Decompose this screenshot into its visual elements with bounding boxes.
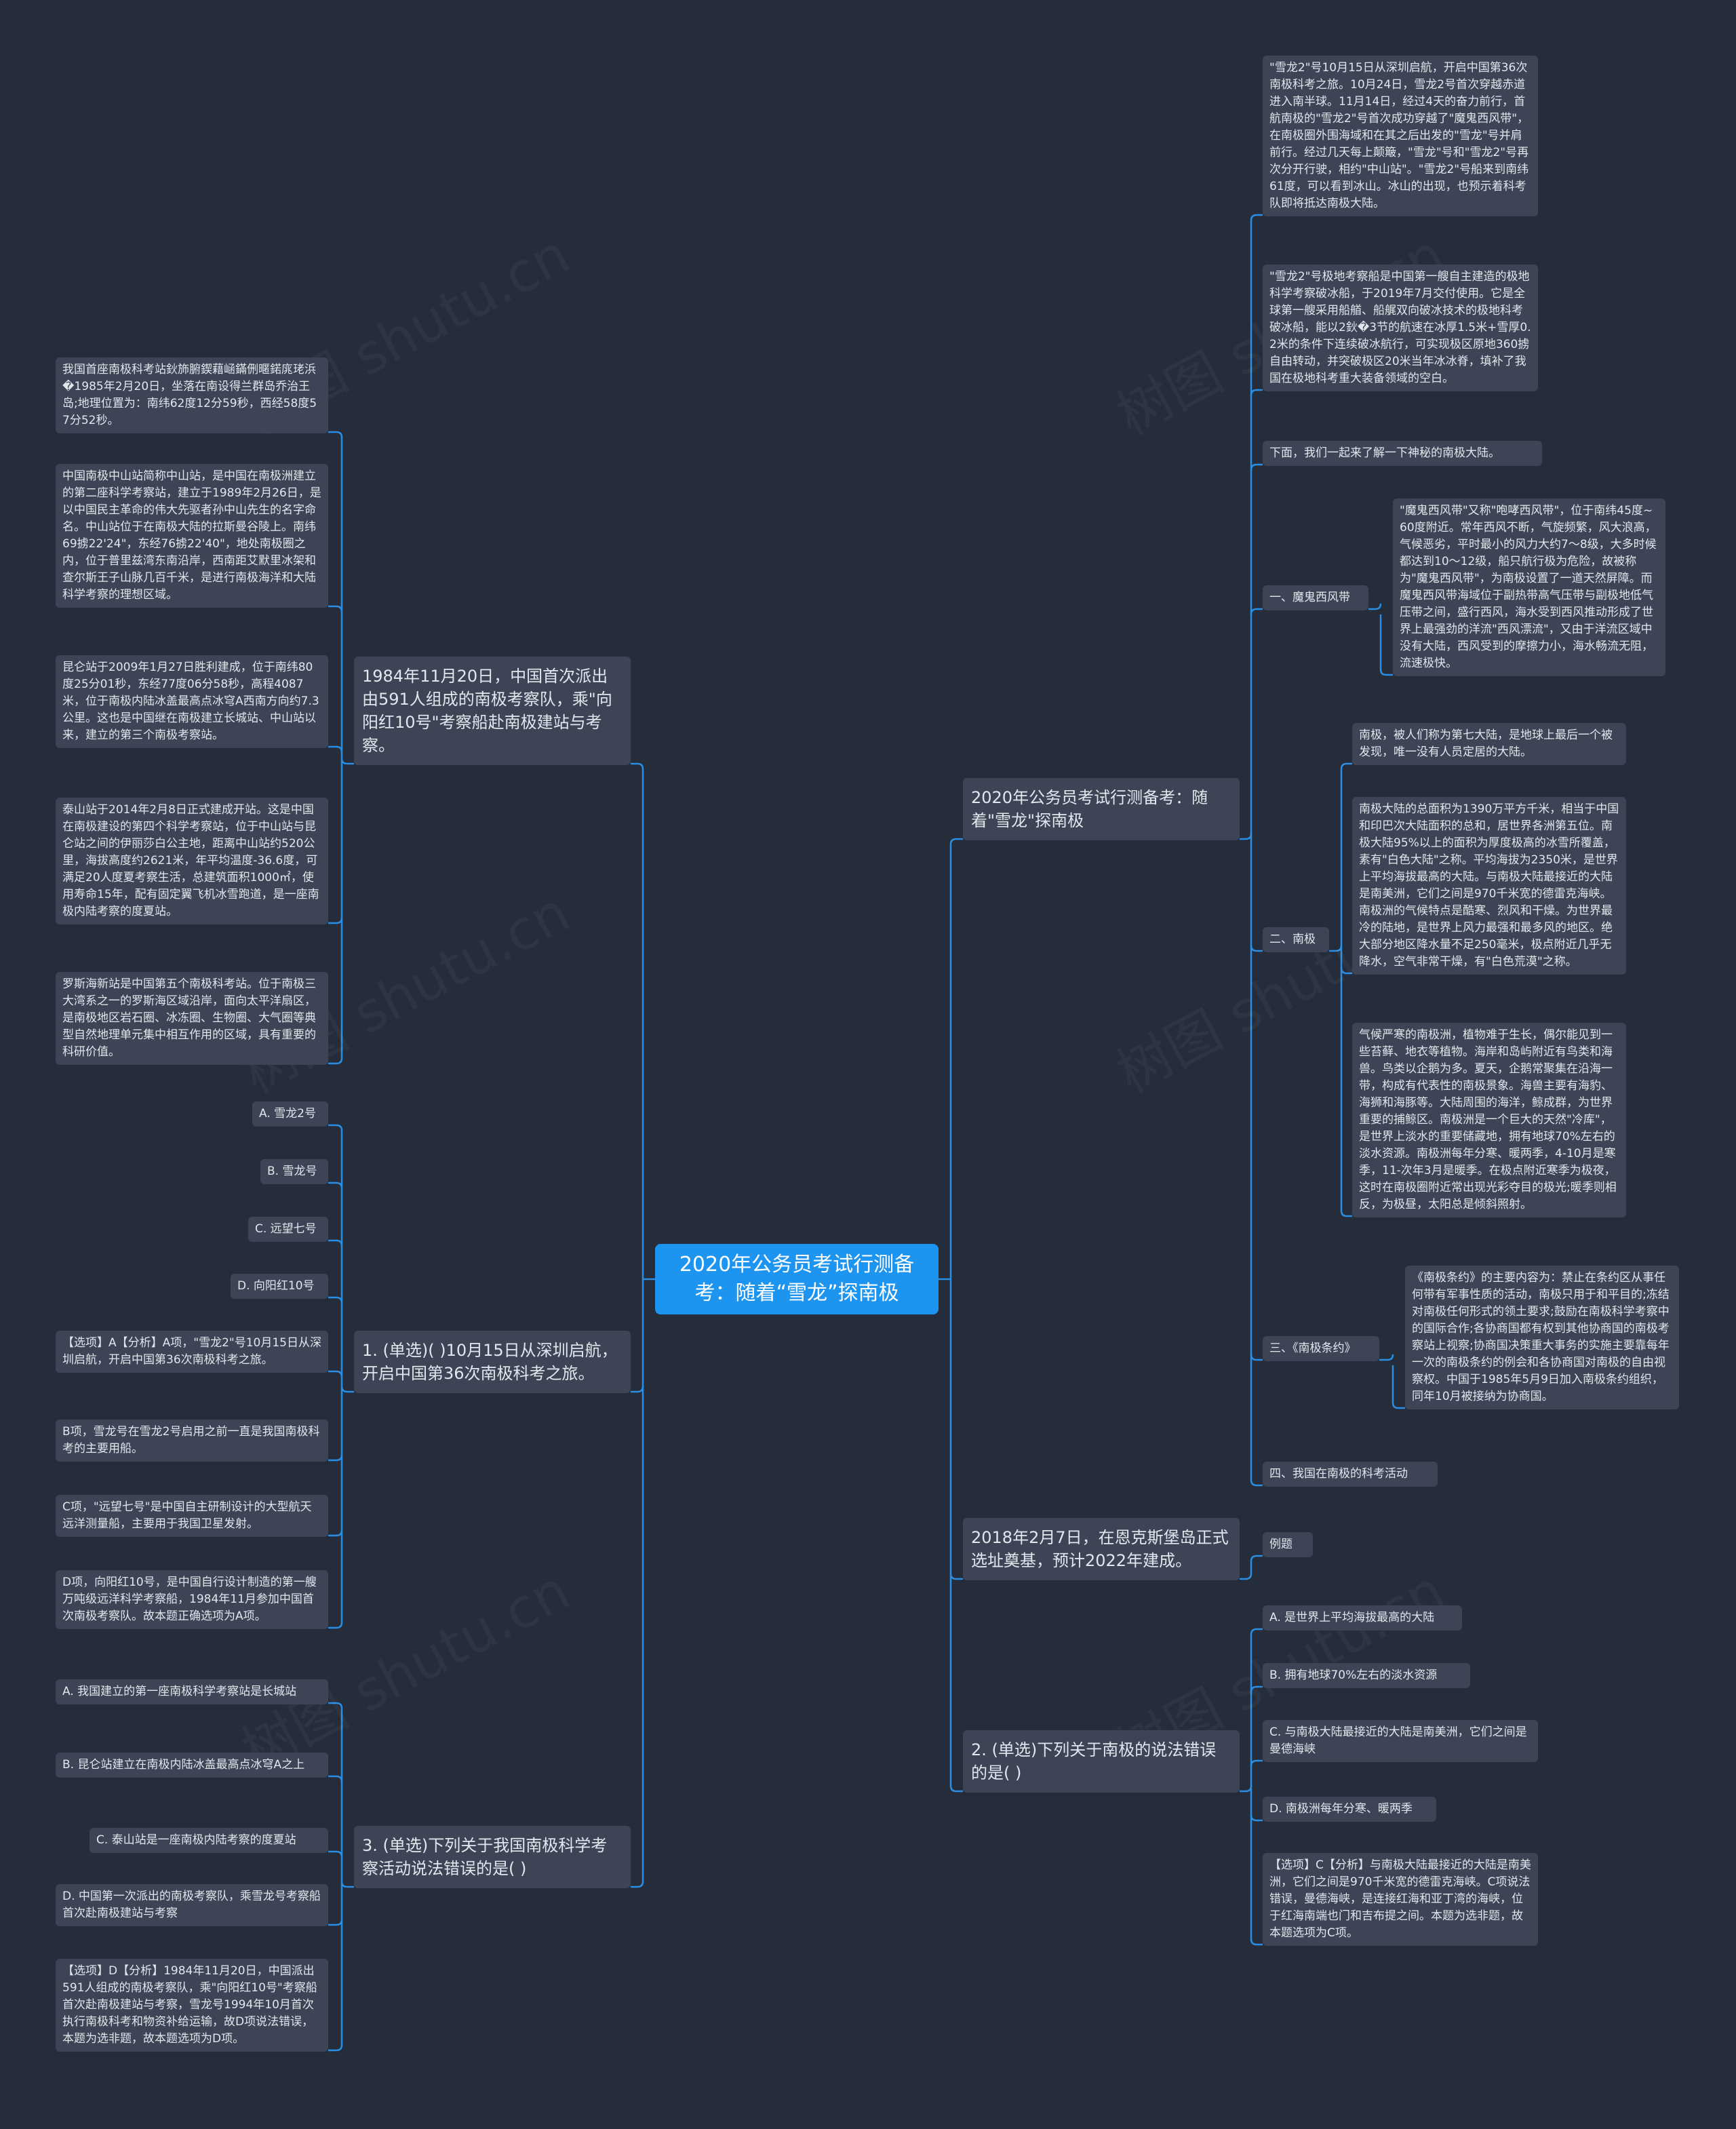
connector-line [949,1785,963,1793]
connector-line [1340,762,1352,770]
connector-line [1340,967,1352,975]
leaf-node[interactable]: 中国南极中山站简称中山站，是中国在南极洲建立的第二座科学考察站，建立于1989年… [56,464,328,608]
connector-line [949,838,963,845]
leaf-node[interactable]: 气候严寒的南极洲，植物难于生长，偶尔能见到一些苔藓、地衣等植物。海岸和岛屿附近有… [1352,1023,1626,1217]
leaf-node[interactable]: 罗斯海新站是中国第五个南极科考站。位于南极三大湾系之一的罗斯海区域沿岸，面向太平… [56,972,328,1065]
leaf-node[interactable]: A. 我国建立的第一座南极科学考察站是长城站 [56,1679,328,1704]
leaf-node[interactable]: B. 拥有地球70%左右的淡水资源 [1263,1663,1470,1688]
leaf-node[interactable]: 南极大陆的总面积为1390万平方千米，相当于中国和印巴次大陆面积的总和，居世界各… [1352,797,1626,975]
connector-line [1250,945,1263,952]
connector-line [1368,603,1382,610]
connector-line [1250,1685,1263,1693]
connector-line [1250,463,1263,471]
leaf-node[interactable]: 泰山站于2014年2月8日正式建成开站。这是中国在南极建设的第四个科学考察站，位… [56,798,328,924]
leaf-node[interactable]: 我国首座南极科考站鈥斾腑鍥藉崡鏋侀暱鍩庣珯浜�1985年2月20日，坐落在南设得… [56,357,328,433]
leaf-node[interactable]: 【选项】C【分析】与南极大陆最接近的大陆是南美洲，它们之间是970千米宽的德雷克… [1263,1853,1538,1946]
connector-line [328,1124,343,1131]
connector-line [328,431,343,438]
leaf-node[interactable]: C. 远望七号 [248,1217,328,1242]
leaf-node[interactable]: A. 雪龙2号 [252,1101,328,1127]
sub-branch-node[interactable]: 二、南极 [1263,927,1329,952]
sub-branch-node[interactable]: 四、我国在南极的科考活动 [1263,1462,1438,1487]
connector-line [1250,389,1263,396]
connector-line [1379,669,1393,676]
branch-node[interactable]: 2020年公务员考试行测备考：随着"雪龙"探南极 [963,778,1240,840]
connector-line [1250,1555,1263,1562]
leaf-node[interactable]: "魔鬼西风带"又称"咆哮西风带"，位于南纬45度~60度附近。常年西风不断，气旋… [1393,499,1665,676]
leaf-node[interactable]: A. 是世界上平均海拔最高的大陆 [1263,1605,1462,1630]
leaf-node[interactable]: C项，"远望七号"是中国自主研制设计的大型航天远洋测量船，主要用于我国卫星发射。 [56,1495,328,1537]
leaf-node[interactable]: "雪龙2"号极地考察船是中国第一艘自主建造的极地科学考察破冰船，于2019年7月… [1263,265,1538,391]
connector-line [1340,1210,1352,1217]
connector-line [949,1573,963,1580]
connector-line [328,1057,343,1065]
connector-line [1240,833,1252,840]
connector-line [1250,214,1263,221]
connector-line [328,1919,343,1926]
connector-line [328,745,343,753]
branch-node[interactable]: 1984年11月20日，中国首次派出由591人组成的南极考察队，乘"向阳红10号… [354,657,631,765]
connector-line [1240,1573,1252,1580]
leaf-node[interactable]: D. 中国第一次派出的南极考察队，乘雪龙号考察船首次赴南极建站与考察 [56,1884,328,1926]
connector-line [328,1850,343,1858]
leaf-node[interactable]: C. 泰山站是一座南极内陆考察的度夏站 [90,1828,328,1853]
leaf-node[interactable]: B项，雪龙号在雪龙2号启用之前一直是我国南极科考的主要用船。 [56,1420,328,1462]
connector-line [1329,945,1343,952]
connector-line [1250,1814,1263,1822]
connector-line [631,762,644,770]
leaf-node[interactable]: 下面，我们一起来了解一下神秘的南极大陆。 [1263,441,1542,466]
root-node[interactable]: 2020年公务员考试行测备考：随着“雪龙”探南极 [655,1244,939,1314]
leaf-node[interactable]: C. 与南极大陆最接近的大陆是南美洲，它们之间是曼德海峡 [1263,1720,1538,1762]
sub-branch-node[interactable]: 三、《南极条约》 [1263,1336,1379,1361]
connector-line [631,1881,644,1888]
connector-line [328,1529,343,1537]
leaf-node[interactable]: "雪龙2"号10月15日从深圳启航，开启中国第36次南极科考之旅。10月24日，… [1263,56,1538,216]
connector-line [328,1775,343,1782]
connector-line [1250,1938,1263,1946]
leaf-node[interactable]: D. 南极洲每年分寒、暖两季 [1263,1797,1436,1822]
leaf-node[interactable]: 南极，被人们称为第七大陆，是地球上最后一个被发现，唯一没有人员定居的大陆。 [1352,723,1626,765]
branch-node[interactable]: 2. (单选)下列关于南极的说法错误的是( ) [963,1730,1240,1793]
connector-line [1250,1479,1263,1487]
sub-branch-node[interactable]: 一、魔鬼西风带 [1263,585,1368,610]
leaf-node[interactable]: 【选项】A【分析】A项，"雪龙2"号10月15日从深圳启航，开启中国第36次南极… [56,1331,328,1373]
connector-line [1392,1402,1405,1409]
connector-line [328,2044,343,2052]
connector-line [340,758,354,765]
connector-line [1250,1628,1263,1635]
connector-line [328,1702,343,1709]
connector-line [328,1239,343,1247]
leaf-node[interactable]: 例题 [1263,1532,1313,1557]
leaf-node[interactable]: D项，向阳红10号，是中国自行设计制造的第一艘万吨级远洋科学考察船，1984年1… [56,1570,328,1629]
leaf-node[interactable]: 【选项】D【分析】1984年11月20日，中国派出591人组成的南极考察队，乘"… [56,1959,328,2052]
branch-node[interactable]: 3. (单选)下列关于我国南极科学考察活动说法错误的是( ) [354,1826,631,1888]
connector-line [328,1622,343,1629]
connector-line [1250,1354,1263,1361]
branch-node[interactable]: 1. (单选)( )10月15日从深圳启航，开启中国第36次南极科考之旅。 [354,1331,631,1393]
connector-line [340,1386,354,1393]
connector-line [328,1296,343,1304]
connector-line [1240,1785,1252,1793]
connector-line [1250,1759,1263,1767]
connector-line [1250,608,1263,615]
leaf-node[interactable]: 《南极条约》的主要内容为：禁止在条约区从事任何带有军事性质的活动，南极只用于和平… [1405,1266,1679,1409]
connector-line [328,1181,343,1189]
connector-line [328,605,343,612]
branch-node[interactable]: 2018年2月7日，在恩克斯堡岛正式选址奠基，预计2022年建成。 [963,1518,1240,1580]
leaf-node[interactable]: D. 向阳红10号 [231,1274,328,1299]
connector-line [631,1386,644,1393]
connector-line [328,917,343,924]
connector-line [328,1370,343,1378]
connector-line [340,1881,354,1888]
connector-line [1379,1354,1394,1361]
leaf-node[interactable]: 昆仑站于2009年1月27日胜利建成，位于南纬80度25分01秒，东经77度06… [56,655,328,748]
leaf-node[interactable]: B. 雪龙号 [260,1159,328,1184]
leaf-node[interactable]: B. 昆仑站建立在南极内陆冰盖最高点冰穹A之上 [56,1753,328,1778]
connector-line [328,1454,343,1462]
